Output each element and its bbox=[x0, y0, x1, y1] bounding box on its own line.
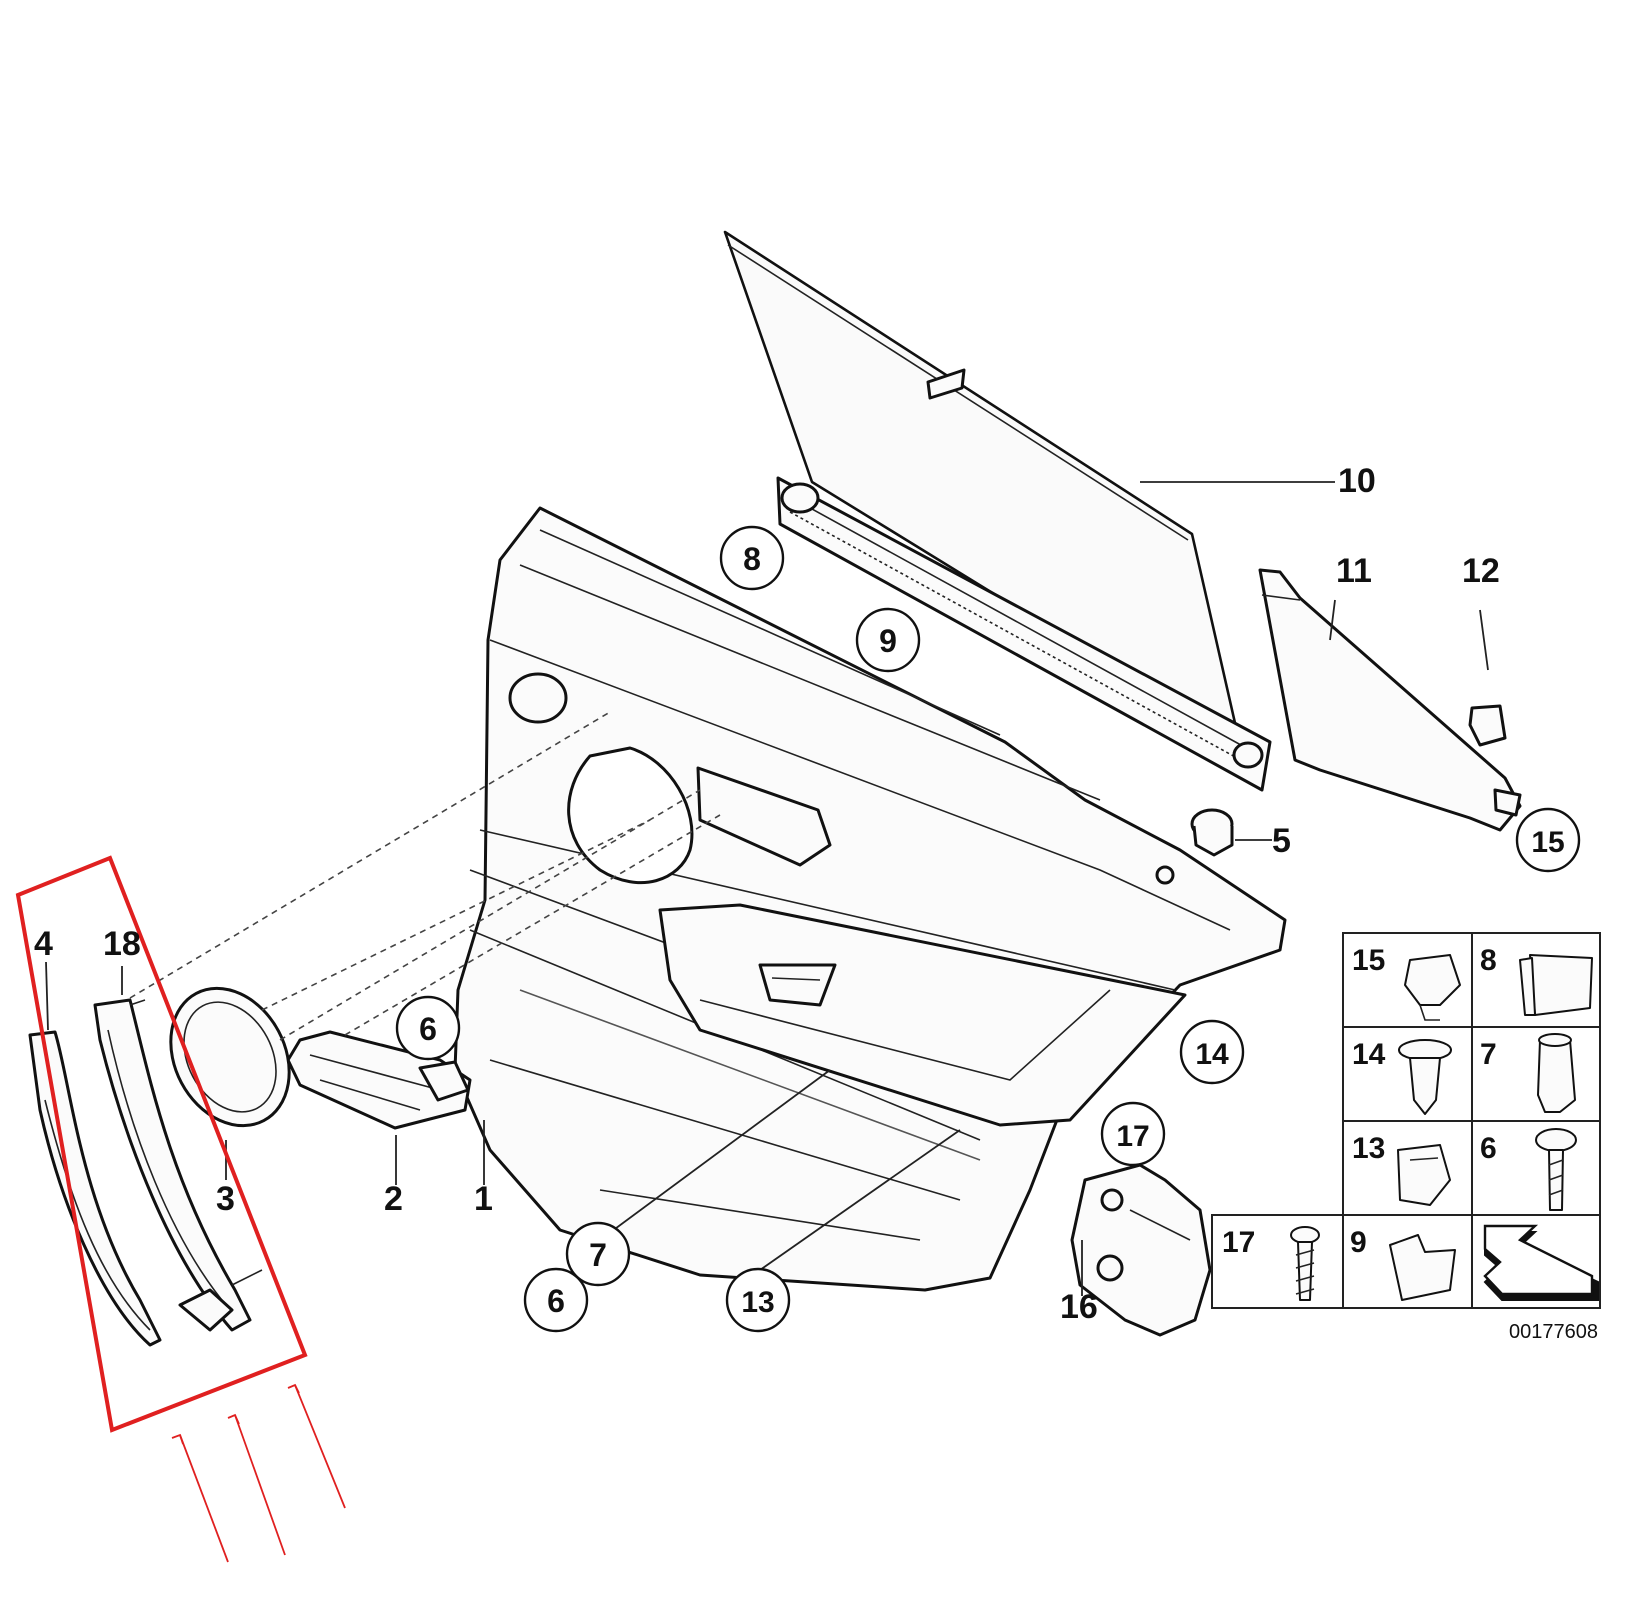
assembly-lines bbox=[129, 711, 721, 1041]
bracket-part-16-17 bbox=[1070, 1163, 1212, 1337]
label-8: 8 bbox=[743, 541, 761, 577]
label-6b: 6 bbox=[547, 1283, 565, 1319]
handle-cover-part-4 bbox=[28, 1030, 162, 1347]
legend-9: 9 bbox=[1350, 1226, 1367, 1259]
legend-17: 17 bbox=[1222, 1226, 1255, 1259]
label-13: 13 bbox=[741, 1286, 774, 1319]
legend-14: 14 bbox=[1352, 1038, 1386, 1071]
label-17: 17 bbox=[1116, 1120, 1149, 1153]
clip-8-icon bbox=[1519, 954, 1593, 1016]
inner-handle-part-2 bbox=[286, 1030, 472, 1130]
legend-13: 13 bbox=[1352, 1132, 1385, 1165]
label-3: 3 bbox=[216, 1180, 235, 1218]
roller-blind-sheet bbox=[723, 230, 1242, 747]
clip-part-12 bbox=[1468, 704, 1507, 747]
legend-6: 6 bbox=[1480, 1132, 1497, 1165]
legend-7: 7 bbox=[1480, 1038, 1497, 1071]
leader-lines bbox=[45, 481, 1489, 1296]
label-14: 14 bbox=[1195, 1038, 1229, 1071]
highlight-box bbox=[15, 855, 346, 1563]
speaker-ring-part-3 bbox=[169, 986, 291, 1128]
circled-labels: 8 9 15 6 14 17 7 6 13 bbox=[395, 525, 1581, 1333]
clip-9-icon bbox=[1389, 1234, 1456, 1301]
part-labels: 10 11 12 5 1 2 3 4 18 16 bbox=[34, 462, 1500, 1326]
expansion-rivet-14-icon bbox=[1398, 1039, 1452, 1115]
label-4: 4 bbox=[34, 925, 53, 963]
label-2: 2 bbox=[384, 1180, 403, 1218]
arrow-direction-icon bbox=[1483, 1224, 1599, 1301]
mirror-triangle-cover bbox=[1258, 568, 1522, 832]
handle-carrier-part-18 bbox=[93, 998, 263, 1332]
clip-7-icon bbox=[1537, 1033, 1576, 1113]
diagram-code: 00177608 bbox=[1509, 1321, 1598, 1343]
label-5: 5 bbox=[1272, 822, 1291, 860]
legend-15: 15 bbox=[1352, 944, 1385, 977]
label-12: 12 bbox=[1462, 552, 1500, 590]
label-15: 15 bbox=[1531, 826, 1564, 859]
legend-8: 8 bbox=[1480, 944, 1497, 977]
roller-blind-roller bbox=[776, 476, 1272, 792]
screw-6-icon bbox=[1535, 1128, 1577, 1211]
door-trim-panel bbox=[453, 506, 1287, 1292]
screw-17-icon bbox=[1290, 1226, 1320, 1301]
clip-13-icon bbox=[1397, 1144, 1451, 1206]
label-7: 7 bbox=[589, 1237, 607, 1273]
clip-15-icon bbox=[1404, 954, 1461, 1021]
grommet-part-5 bbox=[1190, 808, 1234, 857]
label-9: 9 bbox=[879, 623, 897, 659]
label-16: 16 bbox=[1060, 1288, 1098, 1326]
label-10: 10 bbox=[1338, 462, 1376, 500]
label-1: 1 bbox=[474, 1180, 493, 1218]
fastener-legend: 15 8 14 7 13 6 17 9 bbox=[1211, 932, 1601, 1309]
label-11: 11 bbox=[1336, 552, 1372, 590]
label-6a: 6 bbox=[419, 1011, 437, 1047]
label-18: 18 bbox=[103, 925, 141, 963]
